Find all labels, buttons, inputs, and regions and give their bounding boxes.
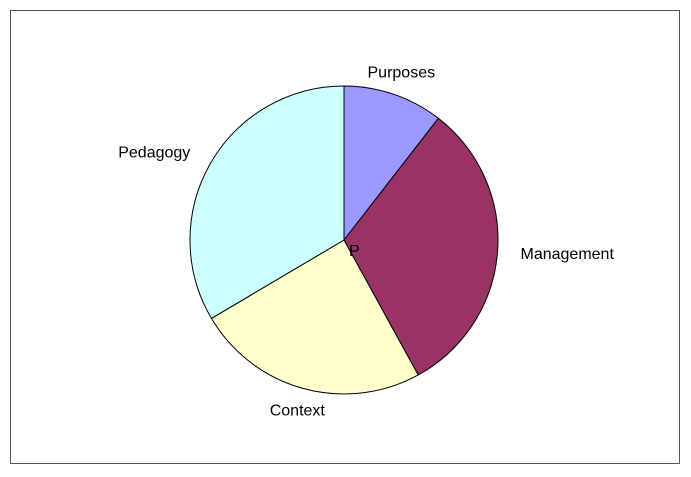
slice-label-context: Context: [270, 403, 326, 420]
slice-label-purposes: Purposes: [368, 65, 436, 82]
pie-slice-management: [343, 117, 499, 376]
pie-slice-pedagogy: [189, 85, 345, 320]
pie-slice-purposes: [343, 85, 440, 242]
center-label: P: [349, 243, 360, 260]
pie-slices: [189, 85, 499, 395]
pie-slice-context: [210, 239, 419, 395]
slice-label-management: Management: [521, 246, 615, 263]
slice-label-pedagogy: Pedagogy: [118, 144, 190, 161]
